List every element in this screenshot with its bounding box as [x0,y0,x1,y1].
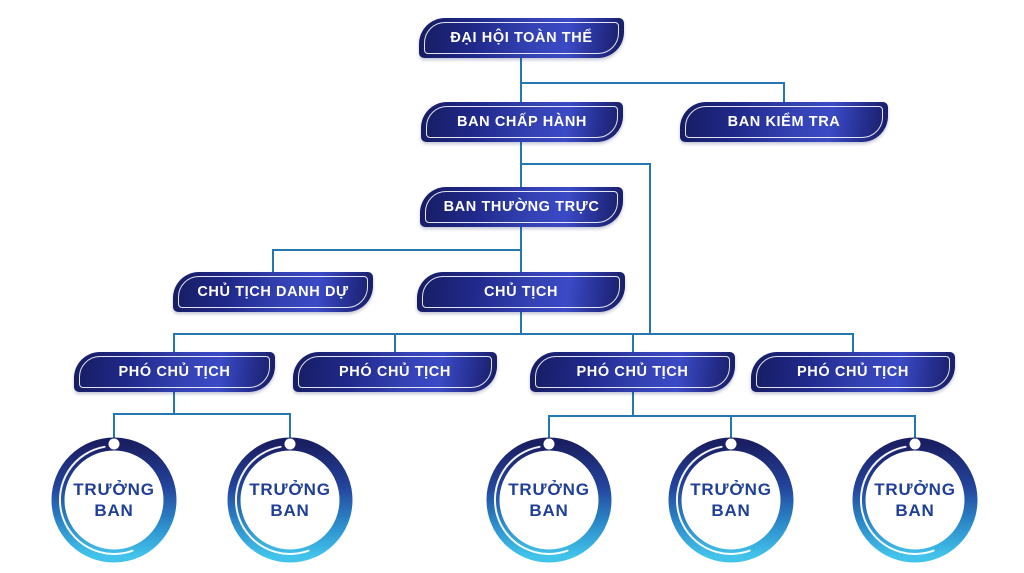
head-label-line2: BAN [711,501,751,520]
connector-line [632,333,634,354]
connector-line [113,413,115,445]
connector-line [520,82,785,84]
connector-line [272,249,274,274]
connector-line [852,333,854,354]
node-vice-chairman-4: PHÓ CHỦ TỊCH [751,352,955,392]
node-executive-board: BAN CHẤP HÀNH [421,102,623,142]
node-executive-board-label: BAN CHẤP HÀNH [457,114,587,130]
node-general-assembly-label: ĐẠI HỘI TOÀN THỂ [450,30,593,46]
ring-dot [543,438,555,450]
node-standing-committee: BAN THƯỜNG TRỰC [420,187,623,227]
connector-line [632,392,634,416]
connector-line [548,415,916,417]
node-vice-chairman-1: PHÓ CHỦ TỊCH [74,352,275,392]
ring-graphic [51,437,177,563]
node-inspection-board: BAN KIỂM TRA [680,102,888,142]
connector-line [520,58,522,104]
ring-dot [725,438,737,450]
connector-line [520,312,522,335]
node-department-head-4: TRƯỞNG BAN [668,437,794,563]
connector-line [173,333,854,335]
head-label-line2: BAN [895,501,935,520]
ring-graphic [668,437,794,563]
ring-dot [108,438,120,450]
connector-line [173,333,175,354]
connector-line [113,413,291,415]
node-department-head-1: TRƯỞNG BAN [51,437,177,563]
connector-line [548,415,550,445]
head-label-line2: BAN [270,501,310,520]
node-inspection-board-label: BAN KIỂM TRA [727,114,841,130]
node-general-assembly: ĐẠI HỘI TOÀN THỂ [419,18,624,58]
head-label-line2: BAN [529,501,569,520]
node-department-head-4-label: TRƯỞNG BAN [668,437,794,563]
ring-dot [909,438,921,450]
connector-line [272,249,522,251]
node-vice-chairman-2: PHÓ CHỦ TỊCH [293,352,497,392]
node-department-head-1-label: TRƯỞNG BAN [51,437,177,563]
connector-line [173,392,175,414]
ring-graphic [486,437,612,563]
head-label-line1: TRƯỞNG [249,480,331,499]
head-label-line1: TRƯỞNG [508,480,590,499]
head-label-line1: TRƯỞNG [73,480,155,499]
node-department-head-5: TRƯỞNG BAN [852,437,978,563]
connector-line [394,333,396,354]
connector-line [914,415,916,445]
node-vice-chairman-3: PHÓ CHỦ TỊCH [530,352,735,392]
node-vice-chairman-1-label: PHÓ CHỦ TỊCH [118,364,231,380]
ring-graphic [227,437,353,563]
node-chairman-label: CHỦ TỊCH [483,284,559,300]
node-department-head-2: TRƯỞNG BAN [227,437,353,563]
connector-line [289,413,291,445]
node-department-head-2-label: TRƯỞNG BAN [227,437,353,563]
head-label-line1: TRƯỞNG [874,480,956,499]
node-honorary-chairman-label: CHỦ TỊCH DANH DỰ [197,284,349,300]
node-vice-chairman-2-label: PHÓ CHỦ TỊCH [339,364,451,380]
head-label-line1: TRƯỞNG [690,480,772,499]
ring-dot [284,438,296,450]
connector-line [520,142,522,189]
node-standing-committee-label: BAN THƯỜNG TRỰC [443,199,600,215]
node-vice-chairman-4-label: PHÓ CHỦ TỊCH [797,364,909,380]
node-chairman: CHỦ TỊCH [417,272,625,312]
ring-graphic [852,437,978,563]
node-honorary-chairman: CHỦ TỊCH DANH DỰ [173,272,373,312]
connector-line [649,163,651,335]
connector-line [520,163,651,165]
node-department-head-3-label: TRƯỞNG BAN [486,437,612,563]
node-department-head-5-label: TRƯỞNG BAN [852,437,978,563]
head-label-line2: BAN [94,501,134,520]
node-department-head-3: TRƯỞNG BAN [486,437,612,563]
node-vice-chairman-3-label: PHÓ CHỦ TỊCH [576,364,689,380]
connector-line [730,415,732,445]
connector-line [783,82,785,104]
